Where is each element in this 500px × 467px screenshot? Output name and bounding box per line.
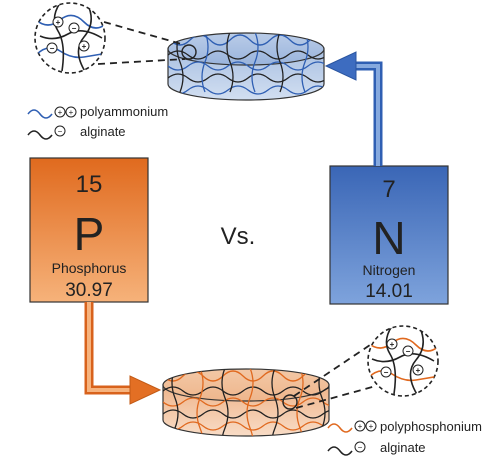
phosphorus-symbol: P [74,208,105,260]
svg-text:+: + [82,42,87,51]
polyphosphonium-zoom-view: + − − + [367,325,439,397]
phosphorus-name: Phosphorus [52,260,127,276]
svg-text:+: + [358,422,363,431]
plus-charge-icons [46,16,90,54]
zoom-lines-top [97,21,186,65]
nitrogen-name: Nitrogen [363,262,416,278]
polyphosphonium-label: polyphosphonium [380,419,482,434]
legend-bottom: + + polyphosphonium − alginate [327,419,482,456]
phosphorus-to-disc-arrow [84,302,162,405]
svg-text:+: + [369,422,374,431]
svg-text:−: − [358,443,363,452]
alginate-label-top: alginate [80,124,126,139]
polyphosphonium-hydrogel-disc [162,368,330,437]
phosphorus-mass: 30.97 [65,280,113,301]
polyphosphonium-legend-icon: + + [327,420,377,433]
zoom-source-circle [181,44,197,60]
polyammonium-hydrogel-disc [167,32,325,101]
svg-text:−: − [384,368,389,377]
svg-text:+: + [56,18,61,27]
phosphorus-element-card: 15 P Phosphorus 30.97 [29,157,149,303]
phosphorus-atomic-number: 15 [76,171,103,198]
polyammonium-legend-icon: + + [27,106,77,119]
vs-label: Vs. [221,223,256,250]
nitrogen-to-disc-arrow [324,51,383,166]
svg-text:+: + [69,108,74,117]
svg-text:−: − [406,347,411,356]
polyammonium-zoom-view: +−−+ [34,2,106,74]
polyammonium-label: polyammonium [80,104,168,119]
nitrogen-mass: 14.01 [365,281,413,302]
alginate-legend-icon-bottom: − [327,441,366,456]
svg-text:+: + [58,108,63,117]
zoom-source-circle [282,394,298,410]
svg-text:+: + [416,366,421,375]
svg-text:+: + [390,340,395,349]
nitrogen-symbol: N [372,212,405,264]
nitrogen-element-card: 7 N Nitrogen 14.01 [329,165,449,305]
zoom-lines-bottom [293,344,377,409]
legend-top: + + polyammonium − alginate [27,104,168,140]
svg-text:−: − [58,127,63,136]
svg-text:−: − [72,24,77,33]
nitrogen-atomic-number: 7 [382,176,395,203]
svg-text:−: − [50,44,55,53]
alginate-legend-icon-top: − [27,125,66,140]
alginate-label-bottom: alginate [380,440,426,455]
